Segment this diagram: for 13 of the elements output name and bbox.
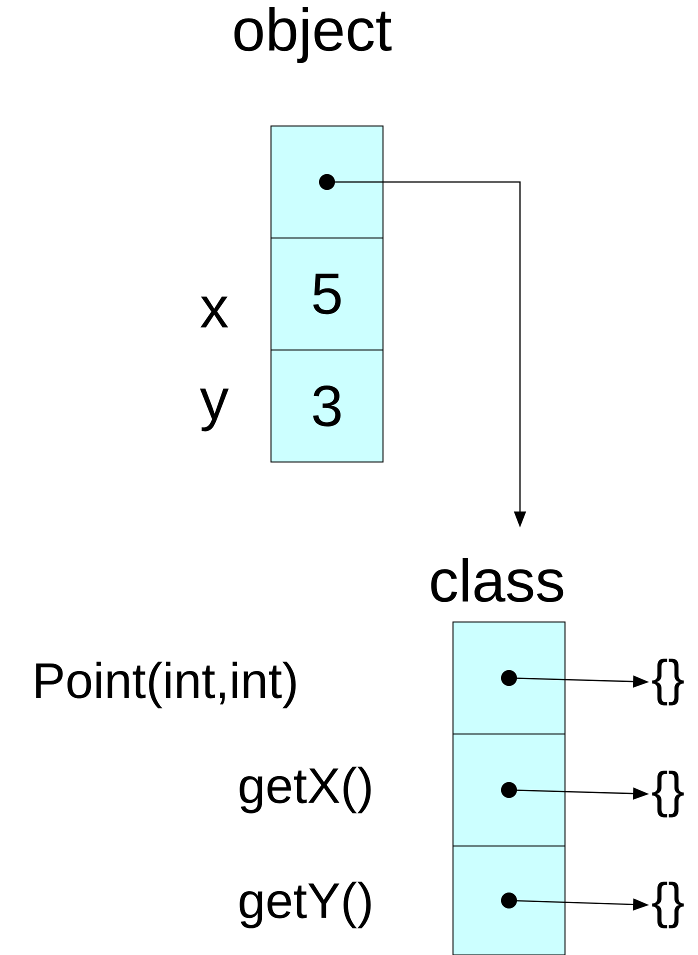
stack-heading: class: [431, 558, 564, 602]
memory-cell: 5: [270, 238, 384, 350]
field-label: x: [200, 296, 228, 328]
stack-heading: object: [234, 7, 392, 63]
field-label: y: [200, 388, 229, 432]
memory-cell: 3: [270, 350, 384, 462]
field-label: getX(): [240, 766, 371, 814]
field-label: Point(int,int): [36, 662, 296, 708]
field-label: getY(): [240, 882, 371, 928]
method-body: {}: [652, 882, 684, 928]
method-body: {}: [652, 770, 684, 818]
method-body: {}: [652, 658, 684, 706]
memory-cell: [270, 126, 384, 238]
